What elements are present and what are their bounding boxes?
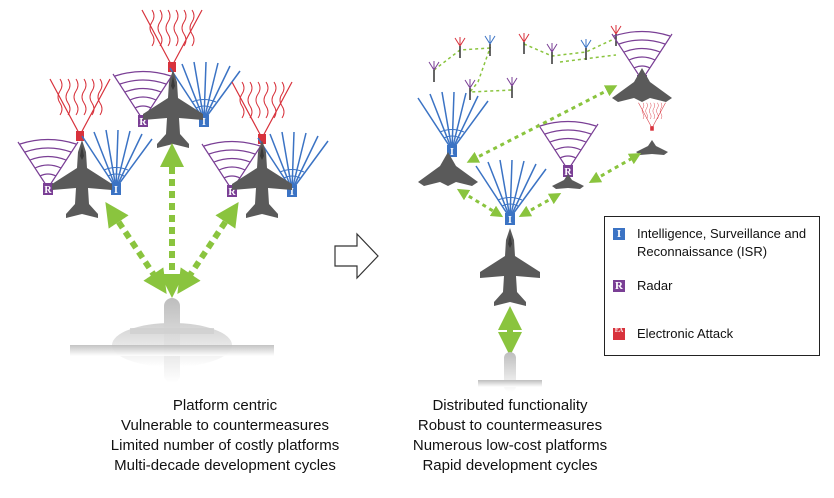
legend-item-ea: EA Electronic Attack: [613, 325, 807, 343]
fighter-jet-icon: [143, 70, 203, 148]
isr-sensor-icon: [257, 131, 329, 199]
drone-icon: [636, 140, 668, 155]
distributed-architecture: [417, 24, 673, 392]
caption-line: Platform centric: [172, 397, 278, 414]
sensor-node-icon: [518, 32, 530, 55]
sensor-node-icon: [454, 36, 466, 59]
legend-label: Electronic Attack: [637, 326, 734, 341]
isr-sensor-icon: [417, 91, 489, 159]
caption-line: Vulnerable to countermeasures: [121, 417, 329, 434]
network-link: [433, 47, 513, 93]
sensor-node-icon: [464, 78, 476, 101]
fighter-jet-icon: [52, 140, 112, 218]
network-link: [523, 37, 617, 57]
ea-sensor-icon: [638, 102, 666, 131]
ea-sensor-icon: [49, 78, 111, 142]
caption-line: Rapid development cycles: [422, 457, 598, 474]
ea-sensor-icon: [141, 9, 203, 73]
sensor-node-icon: [580, 38, 592, 61]
caption-line: Multi-decade development cycles: [114, 457, 336, 474]
fighter-jet-icon: [480, 228, 540, 306]
awacs-aircraft-icon: [478, 352, 542, 392]
data-link: [456, 188, 504, 218]
data-link: [105, 202, 167, 294]
isr-icon: I: [613, 228, 625, 240]
caption-line: Numerous low-cost platforms: [412, 437, 608, 454]
sensor-node-icon: [428, 60, 440, 83]
drone-icon: [552, 174, 584, 189]
isr-sensor-icon: [475, 159, 547, 227]
awacs-aircraft-icon: [70, 298, 274, 383]
legend-item-radar: R Radar: [613, 277, 807, 295]
caption-line: Limited number of costly platforms: [110, 437, 340, 454]
sensor-node-icon: [506, 76, 518, 99]
caption-line: Distributed functionality: [432, 397, 588, 414]
legacy-caption: Platform centric Vulnerable to counterme…: [80, 396, 370, 476]
legend: I Intelligence, Surveillance and Reconna…: [604, 216, 820, 356]
drone-icon: [612, 68, 672, 102]
sensor-node-icon: [546, 42, 558, 65]
legend-label: Intelligence, Surveillance and Reconnais…: [637, 226, 807, 259]
data-link: [466, 85, 618, 163]
legend-item-isr: I Intelligence, Surveillance and Reconna…: [613, 225, 807, 261]
legend-label: Radar: [637, 278, 673, 293]
radar-sensor-icon: [537, 120, 599, 179]
data-link: [177, 202, 239, 294]
radar-icon: R: [613, 280, 625, 292]
ea-icon: EA: [613, 328, 625, 340]
network-link: [559, 54, 617, 63]
transition-arrow-icon: [334, 232, 379, 280]
caption-line: Robust to countermeasures: [417, 417, 603, 434]
fighter-jet-icon: [232, 140, 292, 218]
sensor-node-icon: [484, 34, 496, 57]
data-link: [588, 153, 642, 183]
data-link: [518, 193, 562, 217]
distributed-caption: Distributed functionality Robust to coun…: [380, 396, 640, 476]
legacy-architecture: [17, 9, 329, 383]
drone-icon: [418, 152, 478, 186]
